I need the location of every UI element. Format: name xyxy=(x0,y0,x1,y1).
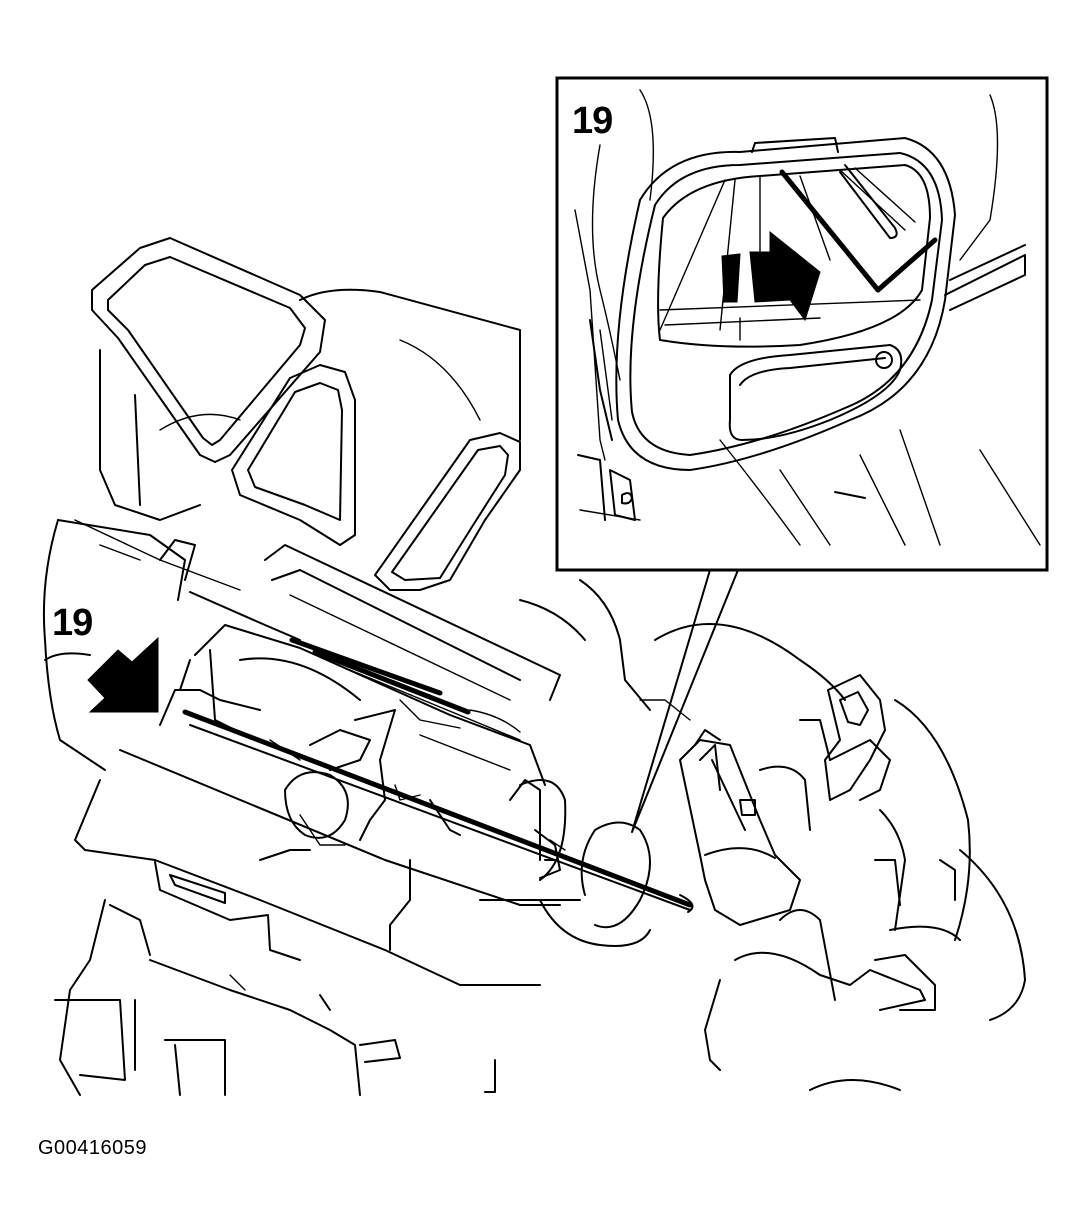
figure-code: G00416059 xyxy=(38,1137,148,1159)
upper-duct-housing xyxy=(91,237,586,641)
callout-number-main: 19 xyxy=(52,602,93,644)
lower-left-structure xyxy=(54,899,496,1096)
callout-number-inset: 19 xyxy=(572,100,613,142)
inset-arrow-icon xyxy=(749,230,821,322)
blower-module xyxy=(74,544,694,986)
left-housing xyxy=(42,519,301,771)
right-motor-assembly xyxy=(539,579,1026,1091)
inset-detail-box xyxy=(555,76,1049,572)
callout-leader xyxy=(631,569,739,833)
callout-arrow-icon xyxy=(87,636,159,713)
